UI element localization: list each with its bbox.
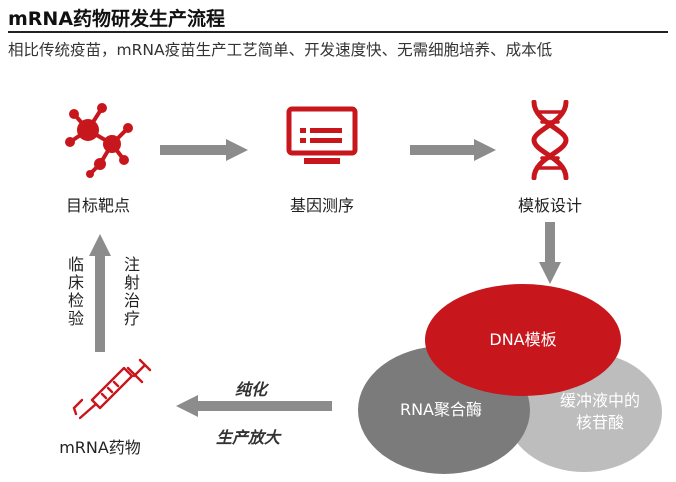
purify-label: 纯化 xyxy=(235,380,268,399)
arrow-right-1 xyxy=(160,139,248,161)
arrow-left xyxy=(176,395,332,417)
dna-template-label: DNA模板 xyxy=(489,330,557,349)
step-sequencing-label: 基因测序 xyxy=(289,196,354,215)
step-target-label: 目标靶点 xyxy=(65,196,130,215)
arrow-up xyxy=(89,234,111,352)
dna-helix-icon xyxy=(531,100,569,180)
arrow-right-2 xyxy=(410,139,496,161)
scale-up-label: 生产放大 xyxy=(216,428,281,447)
injection-treatment-label: 注射治疗 xyxy=(121,256,140,328)
clinical-test-label: 临床检验 xyxy=(65,256,84,328)
buffer-line-2: 核苷酸 xyxy=(575,413,624,432)
step-template-design-label: 模板设计 xyxy=(517,196,582,215)
page-subtitle: 相比传统疫苗，mRNA疫苗生产工艺简单、开发速度快、无需细胞培养、成本低 xyxy=(8,41,553,59)
monitor-icon xyxy=(286,106,358,164)
step-drug-label: mRNA药物 xyxy=(59,438,141,457)
rna-polymerase-label: RNA聚合酶 xyxy=(399,400,483,419)
dna-template-circle: DNA模板 xyxy=(425,284,621,396)
buffer-line-1: 缓冲液中的 xyxy=(559,391,640,410)
page-title: mRNA药物研发生产流程 xyxy=(8,8,226,30)
syringe-icon xyxy=(72,358,152,420)
molecule-icon xyxy=(65,103,133,178)
title-divider xyxy=(8,31,668,33)
arrow-down xyxy=(539,222,561,284)
nucleotide-buffer-label: 缓冲液中的 核苷酸 xyxy=(544,390,640,434)
